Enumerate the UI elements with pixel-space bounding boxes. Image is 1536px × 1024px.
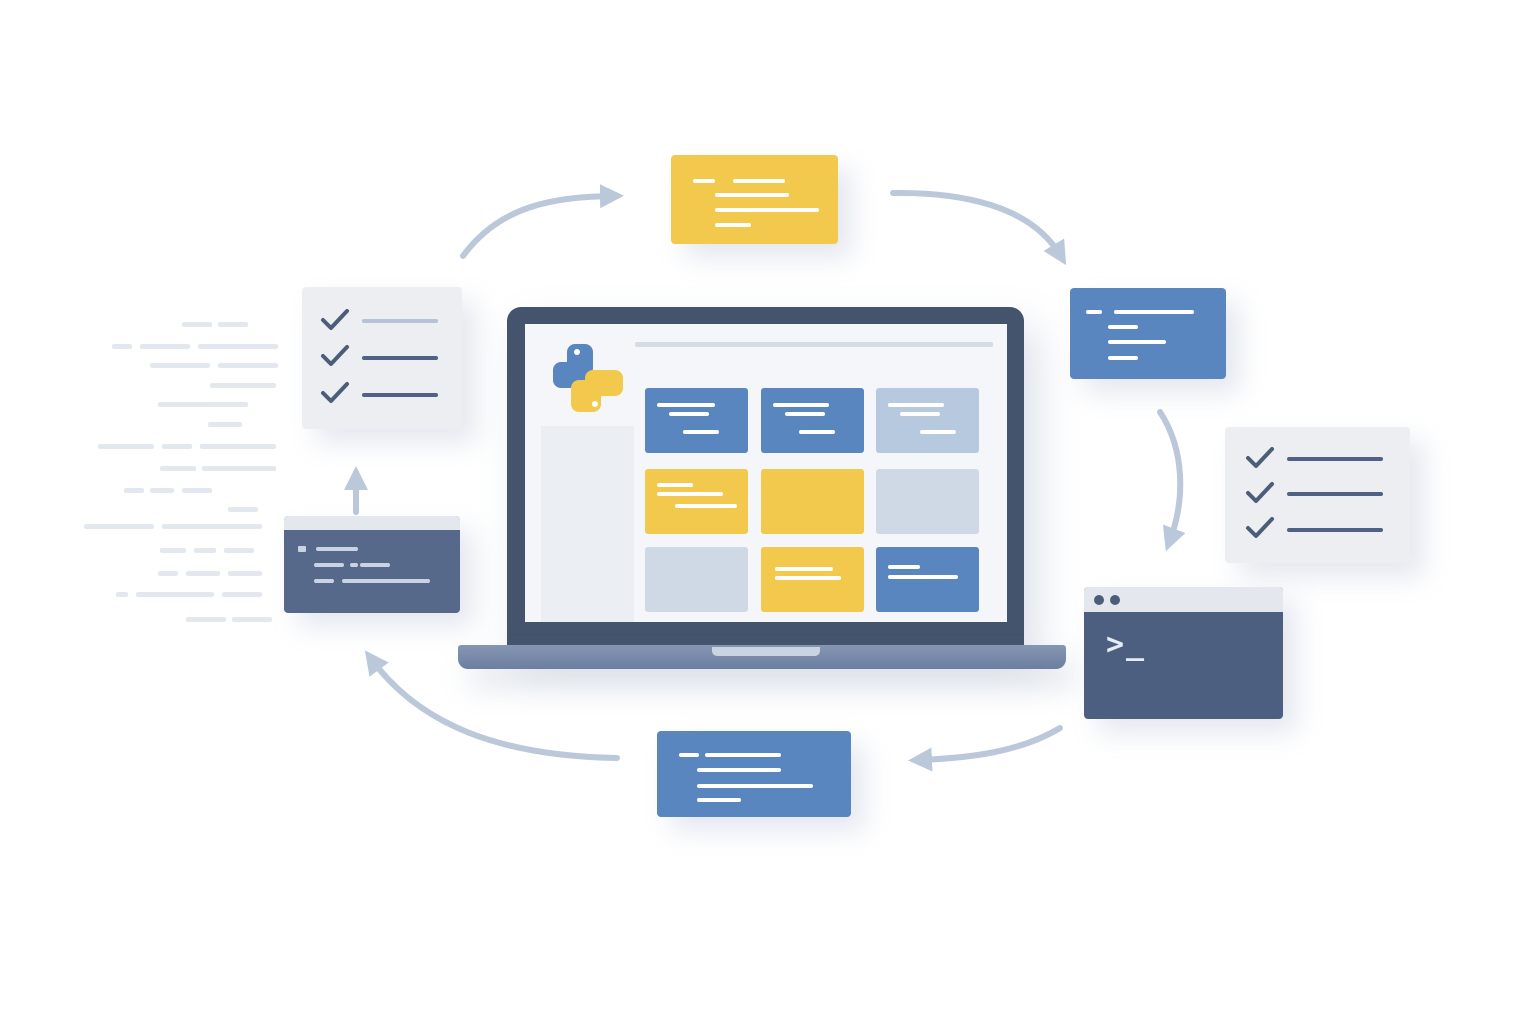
code-card-top: [671, 155, 838, 244]
terminal-prompt-icon: >_: [1106, 627, 1147, 662]
check-icon: [321, 309, 349, 330]
arrow-top-to-right: [890, 189, 1067, 266]
check-icon: [321, 382, 349, 403]
terminal-title-bar: [1084, 587, 1283, 612]
screen-header-bar: [635, 342, 993, 347]
arrow-to-top-card: [460, 184, 624, 259]
checklist-card-right: [1225, 427, 1410, 563]
arrow-right-down: [1157, 409, 1186, 552]
screen-tile: [761, 388, 864, 453]
screen-tile: [645, 469, 748, 534]
laptop-screen: [525, 324, 1007, 622]
editor-window-left: [284, 516, 460, 613]
python-logo-icon: [553, 344, 623, 412]
screen-tile: [761, 547, 864, 612]
terminal-window: >_: [1084, 587, 1283, 719]
screen-tile: [761, 469, 864, 534]
arrow-bottom-to-left: [364, 650, 620, 761]
check-icon: [1246, 517, 1274, 538]
checklist-card-left: [302, 287, 462, 429]
screen-tile: [876, 547, 979, 612]
check-icon: [1246, 447, 1274, 468]
check-icon: [321, 345, 349, 366]
screen-tile: [645, 388, 748, 453]
check-icon: [1246, 482, 1274, 503]
arrow-terminal-to-bottom: [908, 725, 1063, 772]
code-card-bottom: [657, 731, 851, 817]
code-card-right: [1070, 288, 1226, 379]
laptop-notch: [712, 647, 820, 656]
screen-tile: [645, 547, 748, 612]
screen-tile: [876, 388, 979, 453]
screen-tile: [876, 469, 979, 534]
screen-sidebar: [541, 426, 634, 622]
